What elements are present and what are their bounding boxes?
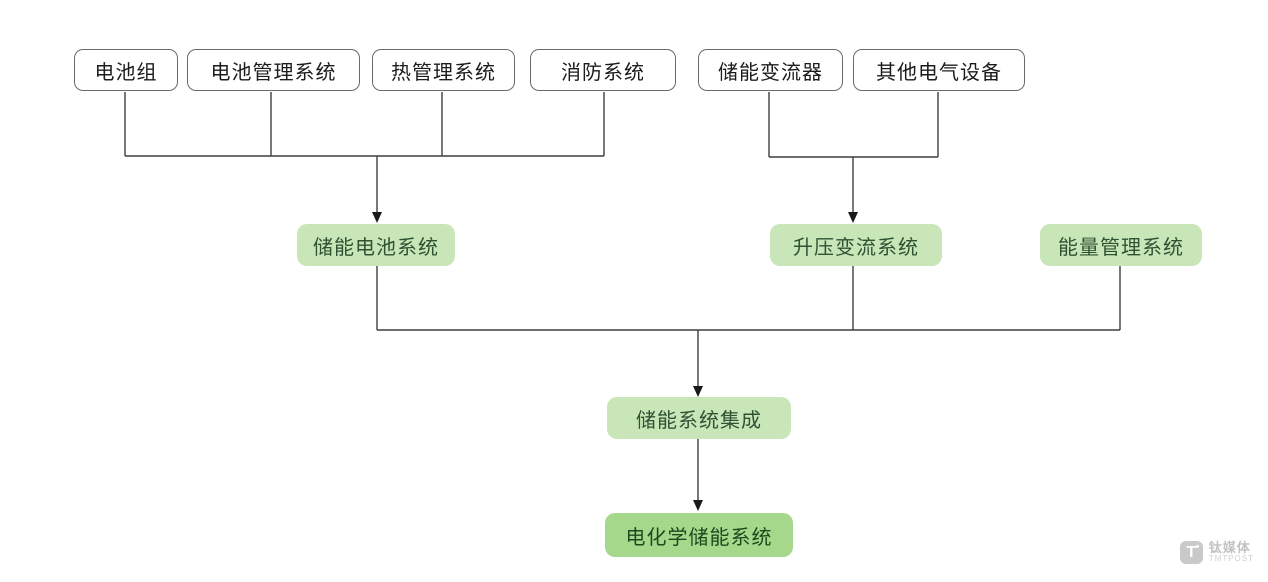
tmtpost-watermark: T 钛媒体 TMTPOST <box>1179 540 1254 564</box>
arrowhead-down-icon <box>372 212 382 223</box>
node-energy-management-system: 能量管理系统 <box>1040 224 1202 266</box>
node-boost-converter-system: 升压变流系统 <box>770 224 942 266</box>
node-storage-system-integration: 储能系统集成 <box>607 397 791 439</box>
arrowhead-down-icon <box>693 500 703 511</box>
arrowhead-down-icon <box>848 212 858 223</box>
tmtpost-logo-icon: T <box>1179 541 1203 564</box>
watermark-brand-cn: 钛媒体 <box>1208 540 1251 556</box>
node-electrochemical-storage-system: 电化学储能系统 <box>605 513 793 557</box>
node-battery-management-system: 电池管理系统 <box>187 49 360 91</box>
node-other-electrical-equipment: 其他电气设备 <box>853 49 1025 91</box>
arrowhead-down-icon <box>693 386 703 397</box>
node-thermal-management-system: 热管理系统 <box>372 49 515 91</box>
watermark-brand-en: TMTPOST <box>1208 554 1254 564</box>
node-storage-converter: 储能变流器 <box>698 49 843 91</box>
node-battery-pack: 电池组 <box>74 49 178 91</box>
node-fire-protection-system: 消防系统 <box>530 49 676 91</box>
node-storage-battery-system: 储能电池系统 <box>297 224 455 266</box>
